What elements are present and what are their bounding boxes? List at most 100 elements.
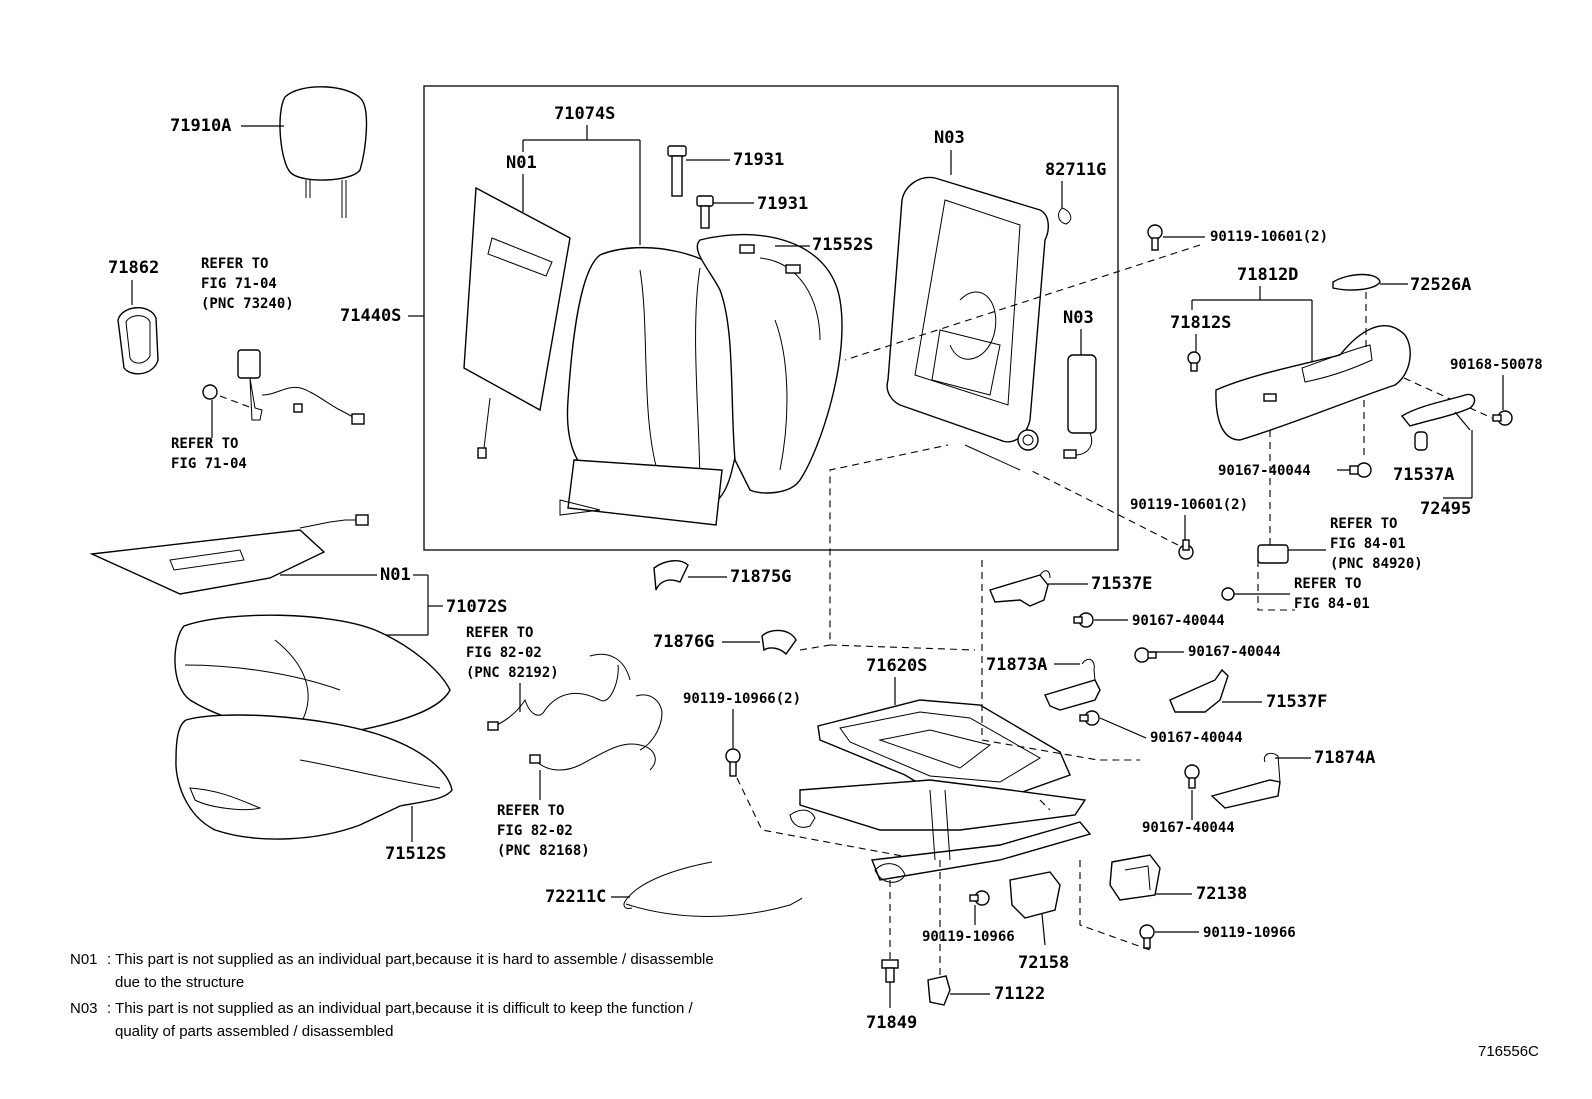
footnote-N01-code: N01 (70, 951, 98, 968)
part-label-71537A: 71537A (1393, 465, 1454, 485)
bracket-71537E-illustration (989, 570, 1051, 607)
bolt-90119-10601-b-illustration (1178, 539, 1194, 560)
part-label-90167-40044-d: 90167-40044 (1150, 730, 1243, 746)
part-label-90168-50078: 90168-50078 (1450, 357, 1543, 373)
part-label-71931-a: 71931 (733, 150, 784, 170)
part-label-71931-b: 71931 (757, 194, 808, 214)
note-ref-N01-a: N01 (506, 153, 537, 173)
part-label-71074S: 71074S (554, 104, 615, 124)
cover-71875G-illustration (653, 560, 689, 591)
refer-fig-82-02-pnc-82168-line1: REFER TO (497, 803, 564, 819)
dash-bracket-84-01 (1257, 560, 1295, 611)
side-airbag-illustration (1063, 354, 1097, 459)
refer-fig-84-01-pnc-84920-line3: (PNC 84920) (1330, 556, 1423, 572)
leader-72158 (1041, 913, 1046, 946)
footnote-N01-line1: : This part is not supplied as an indivi… (107, 951, 714, 968)
part-label-71812S: 71812S (1170, 313, 1231, 333)
seat-adjuster-frame-illustration (789, 699, 1092, 883)
seat-side-cover-illustration (1215, 325, 1411, 441)
leader-90167-40044-d (1099, 717, 1147, 739)
switch-84920-illustration (1257, 544, 1289, 564)
wire-harness-82168-illustration (529, 743, 656, 771)
part-label-71849: 71849 (866, 1013, 917, 1033)
part-label-71122: 71122 (994, 984, 1045, 1004)
screw-90167-40044-c-illustration (1134, 647, 1157, 663)
belt-guide-illustration (117, 307, 159, 375)
headrest-illustration (279, 86, 368, 218)
lever-72495-illustration (1400, 393, 1476, 451)
note-ref-N01-b: N01 (380, 565, 411, 585)
seat-belt-buckle-illustration (202, 349, 365, 425)
part-label-71862: 71862 (108, 258, 159, 278)
dash-seat-lower-right (1079, 860, 1151, 951)
footnote-N03-line2: quality of parts assembled / disassemble… (115, 1023, 393, 1040)
footnote-N03-code: N03 (70, 1000, 98, 1017)
clip-82711G-illustration (1058, 207, 1072, 225)
screw-90167-40044-e-illustration (1184, 764, 1200, 789)
refer-fig-71-04-line2: FIG 71-04 (171, 456, 247, 472)
refer-fig-71-04-pnc-73240-line1: REFER TO (201, 256, 268, 272)
refer-fig-82-02-pnc-82192-line1: REFER TO (466, 625, 533, 641)
bolt-90119-10966-a-illustration (969, 890, 990, 906)
seat-cushion-cover-illustration (174, 614, 451, 734)
part-label-90119-10966-2: 90119-10966(2) (683, 691, 801, 707)
screw-refer-84-01-illustration (1221, 587, 1235, 601)
cover-71122-illustration (927, 975, 951, 1006)
leader-72495-top (1454, 411, 1471, 431)
part-label-71875G: 71875G (730, 567, 791, 587)
part-label-71873A: 71873A (986, 655, 1047, 675)
part-label-90167-40044-b: 90167-40044 (1132, 613, 1225, 629)
footnote-N03-line1: : This part is not supplied as an indivi… (107, 1000, 693, 1017)
note-ref-N03-b: N03 (1063, 308, 1094, 328)
cover-71876G-illustration (761, 629, 797, 656)
headrest-support-illustration (667, 145, 714, 229)
part-label-90119-10966-a: 90119-10966 (922, 929, 1015, 945)
bolt-90119-10601-a-illustration (1147, 224, 1163, 251)
bracket-71537F-illustration (1169, 668, 1229, 713)
screw-90167-40044-d-illustration (1079, 710, 1100, 726)
seat-back-cover-illustration (559, 246, 752, 526)
refer-fig-82-02-pnc-82168-line3: (PNC 82168) (497, 843, 590, 859)
part-label-90167-40044-a: 90167-40044 (1218, 463, 1311, 479)
footnote-N01-line2: due to the structure (115, 974, 244, 991)
part-label-90167-40044-c: 90167-40044 (1188, 644, 1281, 660)
bolt-90119-10966-2-illustration (725, 748, 741, 777)
seat-cushion-heater-sheet-illustration (89, 514, 369, 595)
seat-cushion-pad-illustration (175, 714, 453, 840)
dash-seat-frame-right (981, 560, 1140, 761)
part-label-71874A: 71874A (1314, 748, 1375, 768)
part-label-72211C: 72211C (545, 887, 606, 907)
part-label-90167-40044-e: 90167-40044 (1142, 820, 1235, 836)
part-label-71552S: 71552S (812, 235, 873, 255)
refer-fig-82-02-pnc-82192-line2: FIG 82-02 (466, 645, 542, 661)
part-label-72158: 72158 (1018, 953, 1069, 973)
seat-back-frame-illustration (886, 176, 1049, 471)
seat-back-pad-sheet-illustration (463, 186, 571, 459)
part-label-71512S: 71512S (385, 844, 446, 864)
seat-back-pad-illustration (696, 233, 843, 494)
part-label-90119-10601-a: 90119-10601(2) (1210, 229, 1328, 245)
seat-back-group-frame (423, 85, 1119, 551)
dash-71876G (799, 444, 949, 651)
part-label-71440S: 71440S (340, 306, 401, 326)
dash-seat-rail-c (1039, 799, 1051, 811)
bracket-71873A-illustration (1044, 658, 1101, 711)
dash-90119-10601-b (1029, 469, 1179, 546)
dash-90119-10601-a (844, 244, 1201, 361)
refer-fig-84-01-pnc-84920-line1: REFER TO (1330, 516, 1397, 532)
dash-90168-50078 (1403, 377, 1493, 419)
refer-fig-71-04-pnc-73240-line3: (PNC 73240) (201, 296, 294, 312)
part-label-71537E: 71537E (1091, 574, 1152, 594)
refer-fig-84-01-line1: REFER TO (1294, 576, 1361, 592)
wire-72211C-illustration (623, 861, 803, 917)
screw-90167-40044-a-illustration (1349, 462, 1372, 478)
part-label-71620S: 71620S (866, 656, 927, 676)
part-label-71876G: 71876G (653, 632, 714, 652)
refer-fig-82-02-pnc-82192-line3: (PNC 82192) (466, 665, 559, 681)
part-label-71072S: 71072S (446, 597, 507, 617)
clip-71849-illustration (881, 959, 899, 983)
part-label-72495: 72495 (1420, 499, 1471, 519)
refer-fig-84-01-pnc-84920-line2: FIG 84-01 (1330, 536, 1406, 552)
part-label-72526A: 72526A (1410, 275, 1471, 295)
